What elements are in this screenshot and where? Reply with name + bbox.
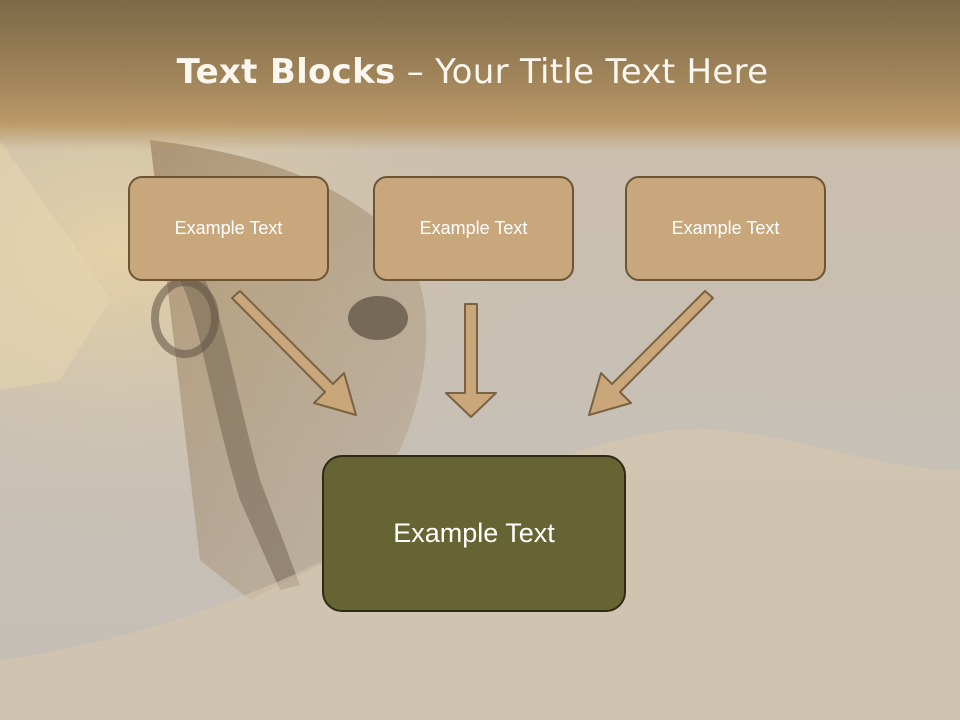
arrow-left-diagonal bbox=[231, 290, 357, 416]
text-block-3[interactable]: Example Text bbox=[625, 176, 826, 281]
title-rest: – Your Title Text Here bbox=[395, 52, 769, 92]
header-band bbox=[0, 0, 960, 150]
main-text-block[interactable]: Example Text bbox=[322, 455, 626, 612]
arrow-right-diagonal bbox=[588, 290, 714, 416]
text-block-2[interactable]: Example Text bbox=[373, 176, 574, 281]
text-block-1[interactable]: Example Text bbox=[128, 176, 329, 281]
title-bold: Text Blocks bbox=[176, 52, 396, 92]
arrow-center-down bbox=[445, 303, 497, 418]
slide-title: Text Blocks – Your Title Text Here bbox=[0, 52, 945, 92]
